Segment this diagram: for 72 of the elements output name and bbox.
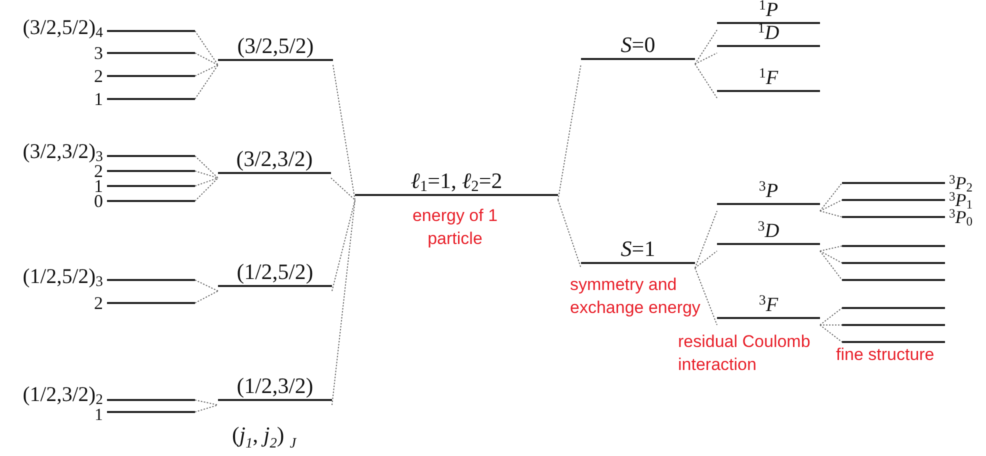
dotted-connector [194,30,218,66]
dotted-connector [558,64,582,200]
dotted-connector [332,200,356,406]
level-label: (1/2,3/2)$_{2}$ [22,384,103,404]
level-label: (1/2,5/2) [236,261,314,285]
level-label: (3/2,3/2) [235,148,314,172]
annotation: residual Coulomb interaction [678,331,812,376]
dotted-connector [194,400,218,406]
level-label: $^{1}$P [758,0,780,22]
dotted-connector [820,324,842,326]
level-label: $^{3}$D [756,221,780,243]
dotted-connector [820,308,842,326]
level-label: $^{1}$F [758,68,780,90]
dotted-connector [820,250,842,264]
dotted-connector [694,64,718,98]
energy-level-line [842,279,945,281]
dotted-connector [194,52,218,66]
dotted-connector [558,200,582,268]
energy-level-line [842,307,945,309]
dotted-connector [194,64,218,100]
level-label: $^{1}$D [756,23,780,45]
level-label: S=1 [620,238,656,262]
annotation: fine structure [836,344,936,366]
dotted-connector [194,64,218,76]
level-label: (3/2,3/2)$_{3}$ [22,140,103,162]
dotted-connector [820,250,842,280]
dotted-connector [820,200,842,212]
level-label: 2 [94,162,103,180]
level-label: 1 [94,177,103,195]
dotted-connector [194,170,218,178]
level-label: $^{3}$P$_{0}$ [949,208,973,226]
dotted-connector [330,178,356,200]
level-label: ℓ$_{1}$=1, ℓ$_{2}$=2 [410,170,504,194]
dotted-connector [694,210,718,268]
level-label: 1 [94,90,103,108]
dotted-connector [332,64,356,200]
energy-level-line [842,245,945,247]
dotted-connector [194,404,218,412]
level-label: $^{3}$P$_{2}$ [949,174,973,192]
dotted-connector [194,156,218,178]
annotation: symmetry and exchange energy [570,274,702,319]
dotted-connector [194,178,218,202]
annotation: energy of 1 particle [411,205,499,250]
level-label: (3/2,5/2)$_{4}$ [22,16,103,38]
dotted-connector [820,210,842,218]
dotted-connector [694,52,718,64]
dotted-connector [820,324,842,342]
level-label: (1/2,5/2)$_{3}$ [22,266,103,286]
level-label: 3 [94,44,103,62]
dotted-connector [820,246,842,252]
dotted-connector [694,268,718,326]
level-label: $^{3}$F [758,295,780,317]
energy-level-line [842,324,945,326]
level-label: 1 [94,406,103,422]
dotted-connector [694,30,718,64]
level-label: 2 [94,67,103,85]
energy-level-line [842,341,945,343]
dotted-connector [194,290,218,304]
axis-note: (j$_{1}$, j$_{2}$) $_{J}$ [232,422,296,448]
level-label: 2 [94,294,103,312]
level-label: S=0 [620,34,656,58]
level-label: $^{3}$P [758,181,780,203]
dotted-connector [194,178,218,186]
dotted-connector [194,280,218,292]
dotted-connector [694,250,718,268]
dotted-connector [820,182,842,212]
level-label: (1/2,3/2) [236,375,314,399]
energy-level-line [842,262,945,264]
level-label: (3/2,5/2) [236,35,315,59]
level-label: $^{3}$P$_{1}$ [949,191,973,209]
dotted-connector [332,200,356,292]
level-label: 0 [94,192,103,210]
